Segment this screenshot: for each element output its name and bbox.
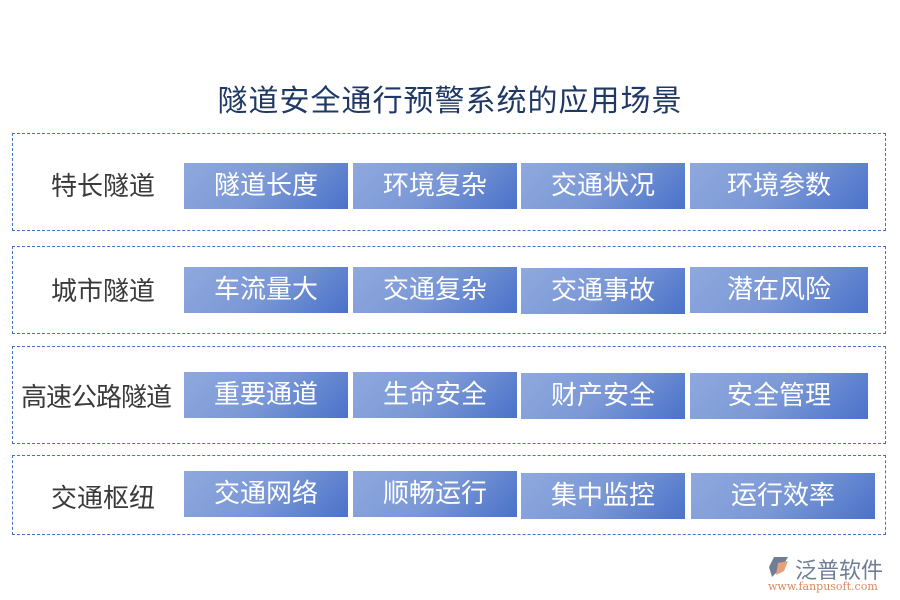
tag: 环境参数: [690, 163, 868, 209]
group-extra-long-tunnel: 特长隧道 隧道长度 环境复杂 交通状况 环境参数: [12, 133, 886, 231]
logo-url: www.fanpusoft.com: [768, 580, 878, 593]
group-transport-hub: 交通枢纽 交通网络 顺畅运行 集中监控 运行效率: [12, 455, 886, 535]
tag: 交通事故: [521, 268, 685, 314]
tag: 顺畅运行: [353, 471, 517, 517]
group-label: 特长隧道: [50, 172, 155, 202]
group-label: 城市隧道: [50, 277, 155, 307]
tag: 安全管理: [690, 373, 868, 419]
tag: 重要通道: [184, 372, 348, 418]
watermark-logo: 泛普软件 www.fanpusoft.com: [768, 553, 898, 593]
tag: 运行效率: [691, 473, 875, 519]
tag: 隧道长度: [184, 163, 348, 209]
group-highway-tunnel: 高速公路隧道 重要通道 生命安全 财产安全 安全管理: [12, 346, 886, 444]
tag: 环境复杂: [353, 163, 517, 209]
logo-name: 泛普软件: [795, 559, 884, 584]
tag: 集中监控: [521, 473, 685, 519]
tag: 财产安全: [521, 373, 685, 419]
tag: 交通复杂: [353, 267, 517, 313]
diagram-title: 隧道安全通行预警系统的应用场景: [217, 84, 683, 119]
group-label: 高速公路隧道: [20, 383, 172, 413]
logo-mark-icon: [769, 557, 788, 577]
tag: 交通网络: [184, 471, 348, 517]
group-urban-tunnel: 城市隧道 车流量大 交通复杂 交通事故 潜在风险: [12, 246, 886, 334]
tag: 潜在风险: [690, 267, 868, 313]
tag: 交通状况: [521, 163, 685, 209]
tag: 车流量大: [184, 267, 348, 313]
group-label: 交通枢纽: [50, 484, 155, 514]
tag: 生命安全: [353, 372, 517, 418]
